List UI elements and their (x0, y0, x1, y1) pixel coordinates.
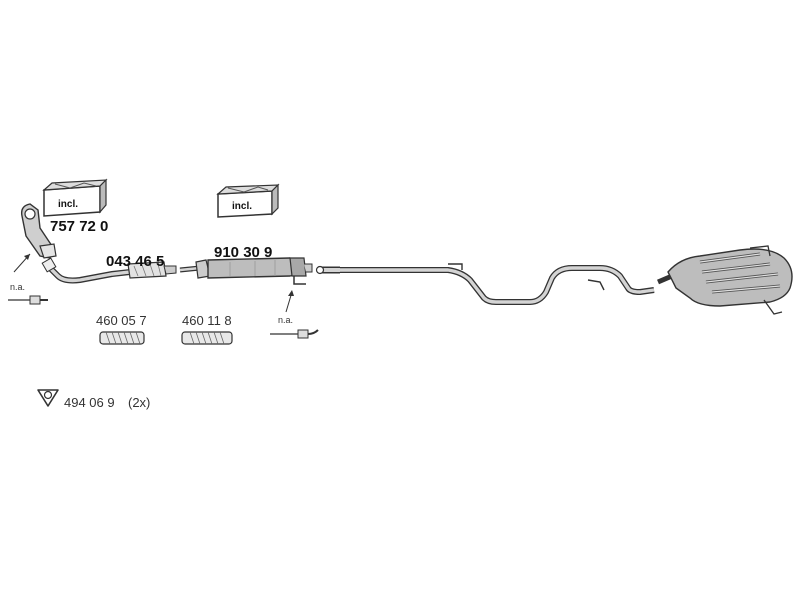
flex-pipe-2-shape (181, 331, 233, 345)
kit-box-silencer (216, 183, 280, 218)
part-number-flex-pipe-1: 460 05 7 (96, 313, 147, 328)
rear-silencer (657, 245, 793, 315)
part-number-front-pipe: 043 46 5 (106, 253, 165, 270)
part-number-front-silencer: 910 30 9 (214, 244, 273, 261)
part-number-gasket: 494 06 9 (64, 395, 115, 410)
flex-pipe-1-shape (99, 331, 145, 345)
arrow-catalytic (13, 253, 31, 273)
kit-box-catalytic (42, 178, 108, 217)
kit-box-catalytic-label: incl. (58, 199, 79, 210)
front-silencer (179, 257, 313, 285)
part-number-flex-pipe-2: 460 11 8 (182, 313, 232, 328)
middle-pipe (315, 263, 655, 305)
gasket-icon (37, 389, 59, 407)
sensor-2-label: n.a. (278, 315, 294, 325)
sensor-1-label: n.a. (10, 282, 26, 292)
sensor-2 (270, 329, 319, 339)
sensor-1 (8, 295, 48, 305)
catalytic-converter (20, 203, 57, 259)
part-number-catalytic: 757 72 0 (50, 218, 109, 235)
arrow-silencer (285, 290, 294, 313)
kit-box-silencer-label: incl. (232, 201, 253, 212)
front-pipe (41, 257, 177, 284)
gasket-quantity: (2x) (128, 395, 151, 410)
